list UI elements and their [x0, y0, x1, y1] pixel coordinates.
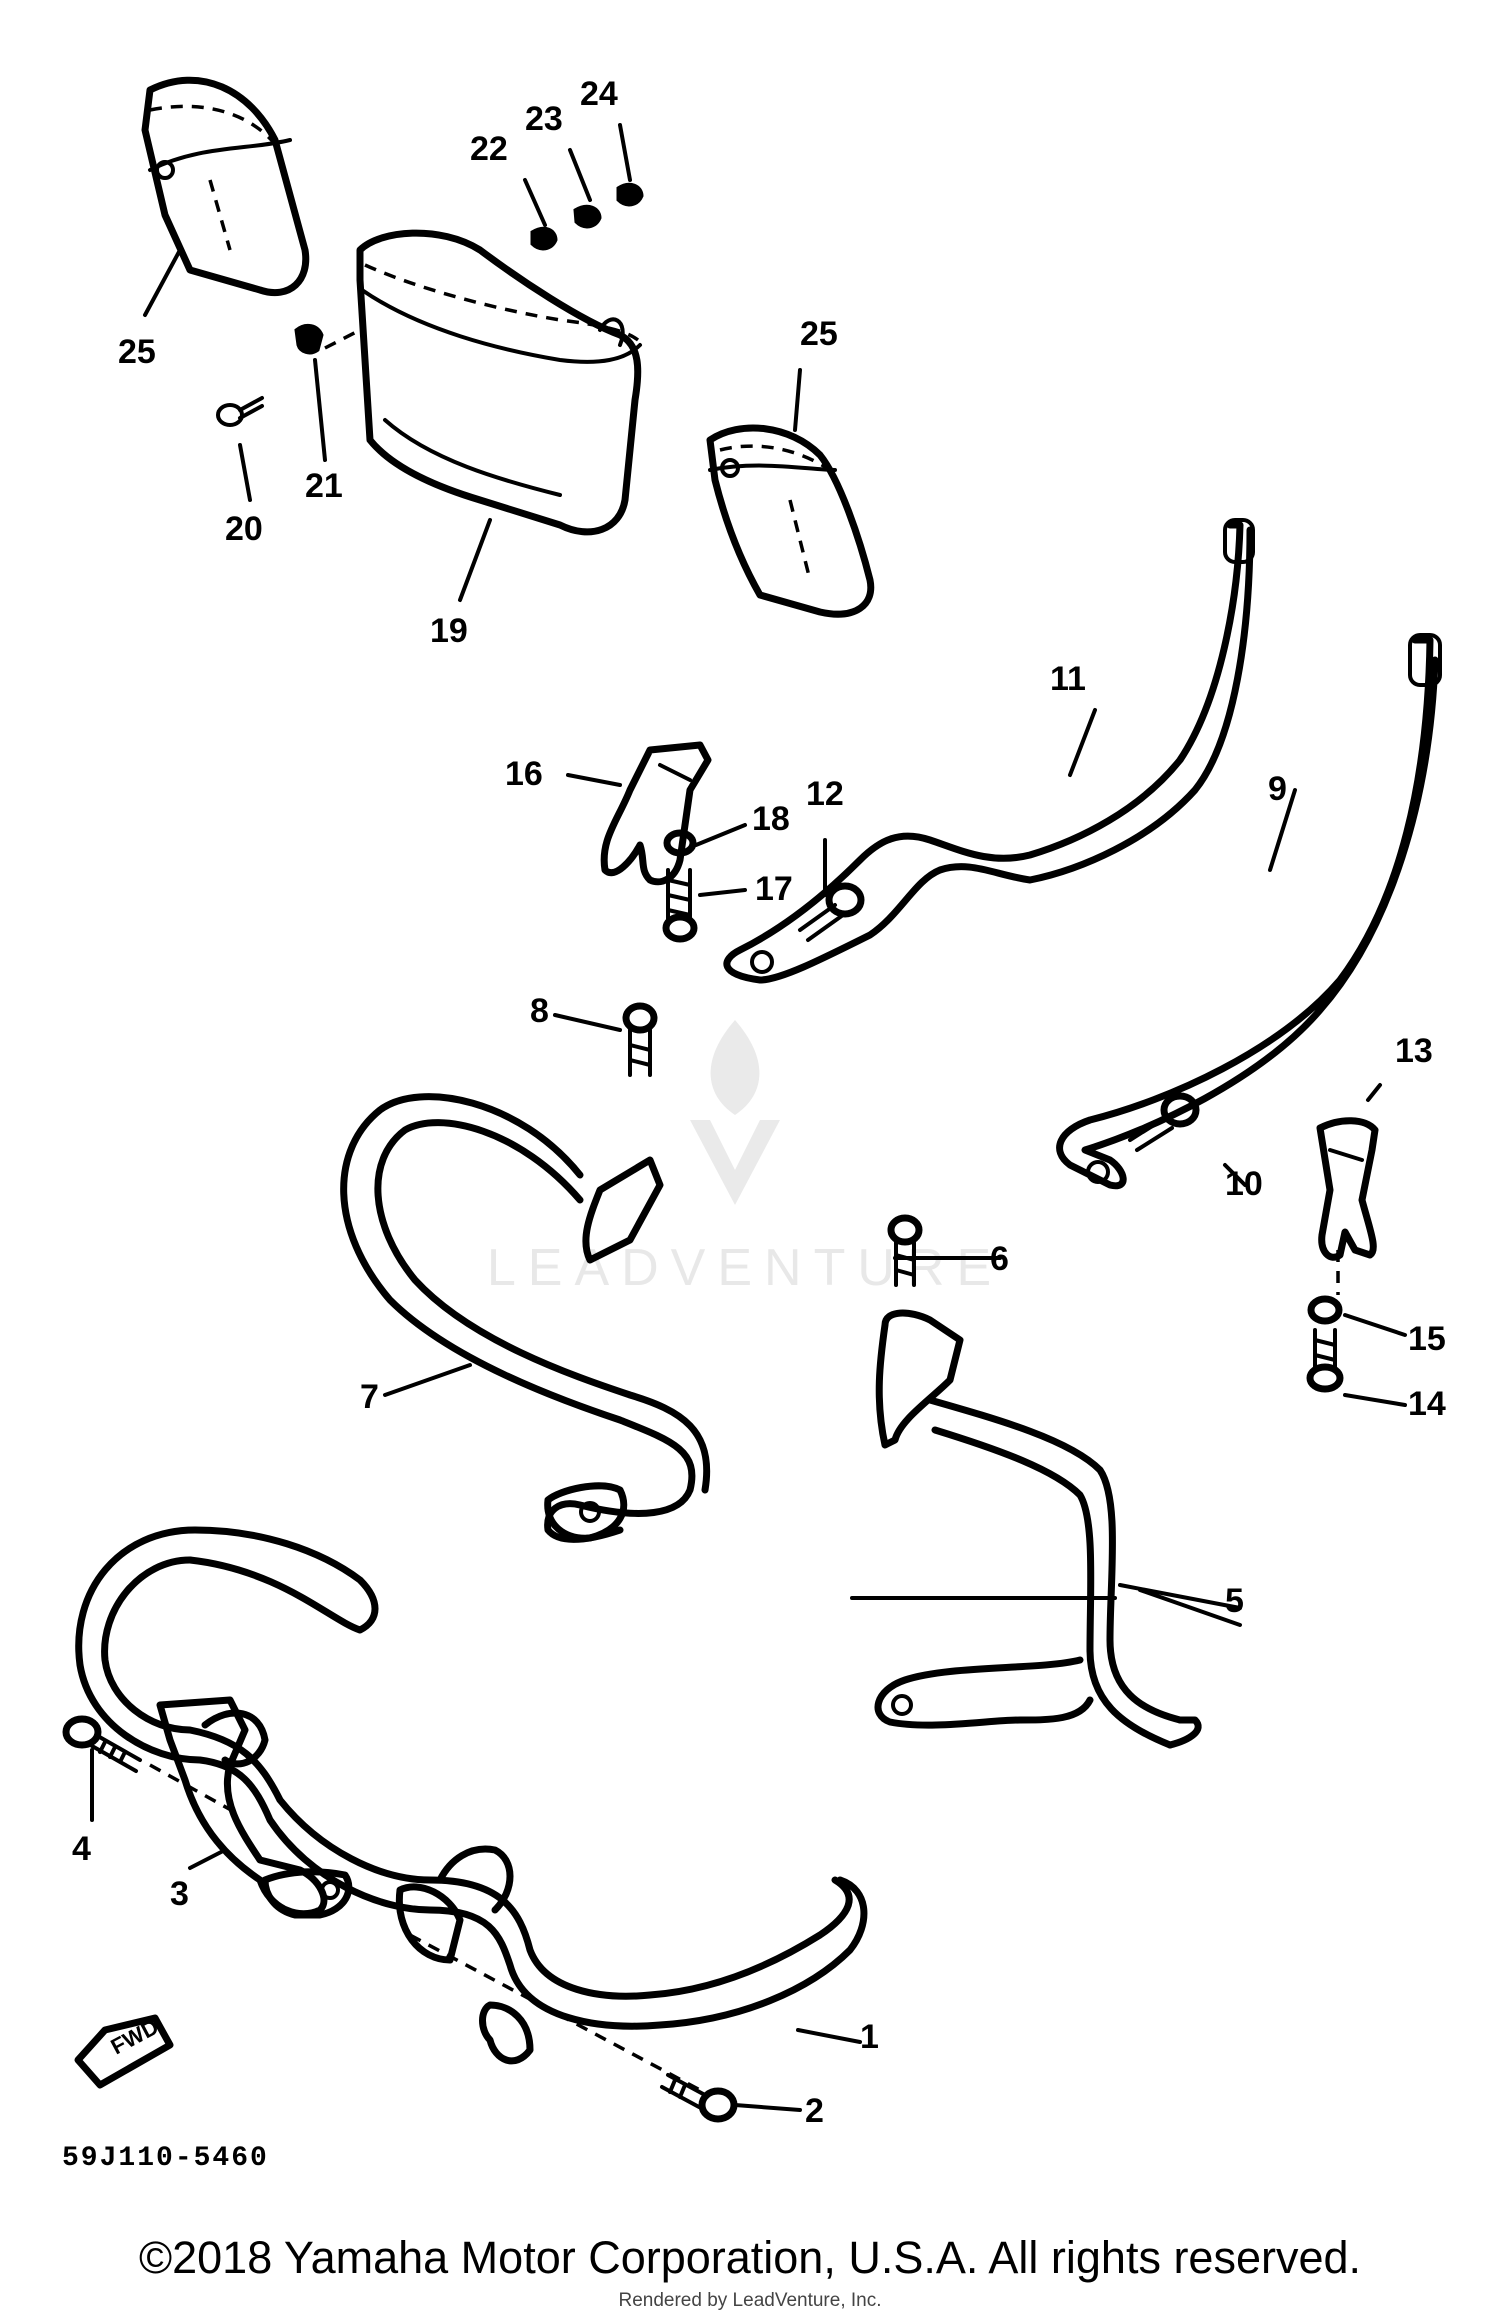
- callout-6: 6: [990, 1240, 1009, 1278]
- part-20-screw: [216, 396, 264, 427]
- callout-18: 18: [752, 800, 790, 838]
- part-13-bracket: [1316, 1117, 1379, 1295]
- callout-5: 5: [1225, 1582, 1244, 1620]
- part-7-guard: [340, 1093, 711, 1543]
- part-9-rail: [1056, 633, 1442, 1190]
- callout-17: 17: [755, 870, 793, 908]
- leader-lines: [90, 123, 1407, 2112]
- part-25-cap-left: [141, 76, 310, 297]
- callout-20: 20: [225, 510, 263, 548]
- diagram-code: 59J110-5460: [62, 2143, 269, 2174]
- part-18-washer: [663, 829, 697, 857]
- part-25-cap-right: [706, 424, 875, 618]
- part-12-bolt: [798, 882, 865, 942]
- callout-12: 12: [806, 775, 844, 813]
- callout-11: 11: [1050, 660, 1086, 698]
- callout-14: 14: [1408, 1385, 1446, 1423]
- part-11-rail: [723, 518, 1255, 984]
- part-8-bolt: [622, 1002, 658, 1077]
- rendered-by-notice: Rendered by LeadVenture, Inc.: [618, 2290, 882, 2311]
- callout-3: 3: [170, 1875, 189, 1913]
- callout-labels: 1 2 3 4 5 6 7 8 9 10 11 12 13 14 15 16 1…: [72, 75, 1446, 2130]
- callout-21: 21: [305, 467, 343, 505]
- callout-25-right: 25: [800, 315, 838, 353]
- callout-23: 23: [525, 100, 563, 138]
- callout-4: 4: [72, 1830, 91, 1868]
- callout-16: 16: [505, 755, 543, 793]
- watermark-text: LEADVENTURE: [487, 1239, 1003, 1297]
- callout-15: 15: [1408, 1320, 1446, 1358]
- part-23-washer: [573, 204, 602, 229]
- part-15-washer: [1307, 1295, 1343, 1325]
- callout-24: 24: [580, 75, 618, 113]
- callout-7: 7: [360, 1378, 379, 1416]
- part-24-nut: [616, 182, 644, 207]
- part-6-bolt: [887, 1214, 923, 1287]
- part-21-grommet: [294, 323, 361, 355]
- callout-13: 13: [1395, 1032, 1433, 1070]
- part-4-bolt: [62, 1715, 241, 1817]
- callout-8: 8: [530, 992, 549, 1030]
- part-5-guard: [874, 1309, 1202, 1749]
- leadventure-watermark: LEADVENTURE: [487, 1020, 1003, 1297]
- part-10-bolt: [1128, 1092, 1200, 1152]
- part-19-bag: [356, 229, 642, 536]
- callout-22: 22: [470, 130, 508, 168]
- part-16-bracket: [600, 741, 712, 886]
- part-1-crash-bar: [75, 1526, 868, 2092]
- callout-10: 10: [1225, 1165, 1263, 1203]
- callout-9: 9: [1268, 770, 1287, 808]
- callout-2: 2: [805, 2092, 824, 2130]
- part-22-washer: [530, 226, 558, 251]
- callout-19: 19: [430, 612, 468, 650]
- callout-1: 1: [860, 2018, 879, 2056]
- forward-arrow-icon: FWD: [74, 2014, 174, 2089]
- part-17-bolt: [662, 868, 698, 943]
- callout-25-left: 25: [118, 333, 156, 371]
- copyright-notice: ©2018 Yamaha Motor Corporation, U.S.A. A…: [138, 2232, 1362, 2283]
- part-2-bolt: [660, 2073, 738, 2123]
- part-14-bolt: [1306, 1328, 1344, 1393]
